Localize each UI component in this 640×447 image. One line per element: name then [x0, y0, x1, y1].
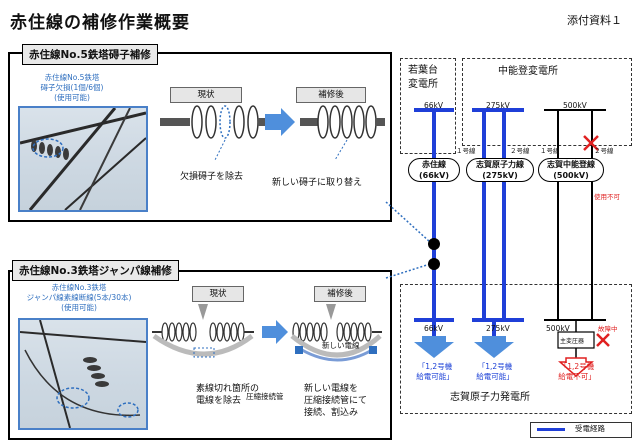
shika-genshiryoku-line-label: 志賀原子力線(275kV) — [466, 158, 534, 182]
wakabadai-label: 若葉台 変電所 — [408, 65, 438, 90]
panel1-note-after: 新しい碍子に取り替え — [272, 178, 363, 188]
panel2-note-after: 新しい電線を 圧縮接続管にて 接続、割込み — [304, 384, 368, 418]
panel1-before-label: 現状 — [170, 87, 242, 103]
kv-500-top: 500kV — [563, 101, 587, 110]
kv-275-bottom: 275kV — [486, 324, 510, 333]
page-title: 赤住線の補修作業概要 — [10, 13, 190, 33]
compression-sleeve-label: 圧縮接続管 — [246, 392, 284, 401]
down-arrow-icon — [474, 336, 514, 358]
down-arrow-icon — [558, 357, 594, 377]
insulator-diagram — [160, 105, 385, 161]
line-1-label: １号線 — [456, 147, 476, 155]
panel2-before-label: 現状 — [192, 286, 244, 302]
panel1-after-label: 補修後 — [296, 87, 366, 103]
panel1-photo-caption: 赤住線No.5鉄塔 碍子欠損(1個/6個) (使用可能) — [40, 73, 104, 102]
shika-plant — [400, 284, 632, 414]
panel1-tab: 赤住線No.5鉄塔碍子補修 — [22, 44, 158, 65]
panel2-after-label: 補修後 — [314, 286, 366, 302]
single-line-diagram — [414, 108, 610, 377]
panel1-note-before: 欠損碍子を除去 — [180, 172, 244, 182]
fault-label: 故障中 — [598, 325, 618, 333]
arrow-right-icon — [265, 108, 295, 136]
tower-jumper-photo — [20, 320, 146, 428]
line-2-label: ２号線 — [510, 147, 530, 155]
down-arrow-icon — [414, 336, 454, 358]
akazumi-line-label: 赤住線(66kV) — [408, 158, 460, 182]
unusable-label: 使用不可 — [594, 193, 620, 201]
line-2b-label: ２号線 — [594, 147, 614, 155]
main-transformer-label: 主変圧器 — [560, 338, 585, 345]
panel-connectors — [385, 201, 431, 279]
line-1b-label: １号線 — [540, 147, 560, 155]
kv-66-top: 66kV — [424, 101, 444, 110]
attachment-label: 添付資料１ — [567, 14, 622, 27]
kv-275-top: 275kV — [486, 101, 510, 110]
arrow-right-icon — [262, 320, 288, 344]
kv-500-bottom: 500kV — [546, 324, 570, 333]
legend-line — [537, 428, 565, 431]
jumper-diagram — [152, 304, 382, 362]
tower-insulator-photo — [20, 108, 146, 210]
chunou-label: 中能登変電所 — [498, 66, 558, 77]
output-shika-genshiryoku: 「1,2号機給電可能」 — [476, 362, 514, 381]
chunou-substation — [462, 58, 632, 146]
legend-label: 受電経路 — [575, 424, 605, 433]
shika-plant-label: 志賀原子力発電所 — [450, 392, 530, 403]
legend: 受電経路 — [530, 422, 632, 438]
kv-66-bottom: 66kV — [424, 324, 444, 333]
new-wire-label: 新しい電線 — [322, 341, 360, 350]
panel2-tab: 赤住線No.3鉄塔ジャンパ線補修 — [12, 260, 179, 281]
panel2-photo — [18, 318, 148, 430]
panel1-photo — [18, 106, 148, 212]
output-akazumi: 「1,2号機給電可能」 — [416, 362, 454, 381]
panel2-photo-caption: 赤住線No.3鉄塔 ジャンパ線素線断線(5本/30本) (使用可能) — [26, 283, 132, 312]
shika-chunou-line-label: 志賀中能登線(500kV) — [538, 158, 604, 182]
panel2-note-before: 素線切れ箇所の 電線を除去 — [196, 384, 260, 406]
output-shika-chunou: 「1,2号機給電不可」 — [558, 362, 596, 381]
wakabadai-substation — [400, 58, 456, 154]
